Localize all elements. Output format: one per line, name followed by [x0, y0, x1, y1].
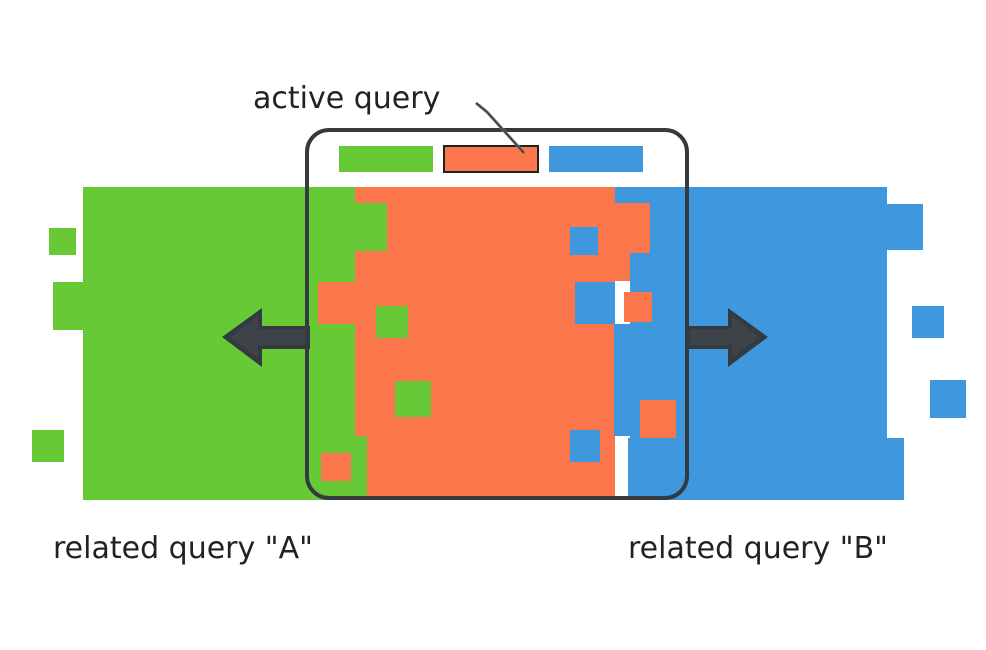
active-query-label: active query	[253, 81, 440, 116]
callout-line	[475, 101, 526, 155]
orange-fragments	[321, 292, 676, 481]
blue-fragments	[570, 227, 668, 500]
related-query-a-label: related query "A"	[53, 531, 313, 566]
related-query-b-label: related query "B"	[628, 531, 888, 566]
query-tabs	[339, 145, 643, 173]
arrow-right-icon	[686, 308, 768, 367]
tab-related-query-b[interactable]	[549, 146, 643, 172]
arrow-left-icon	[222, 308, 310, 367]
tab-related-query-a[interactable]	[339, 146, 433, 172]
active-query-frame	[305, 128, 689, 500]
tab-active-query[interactable]	[443, 145, 539, 173]
green-fragments	[355, 203, 431, 500]
